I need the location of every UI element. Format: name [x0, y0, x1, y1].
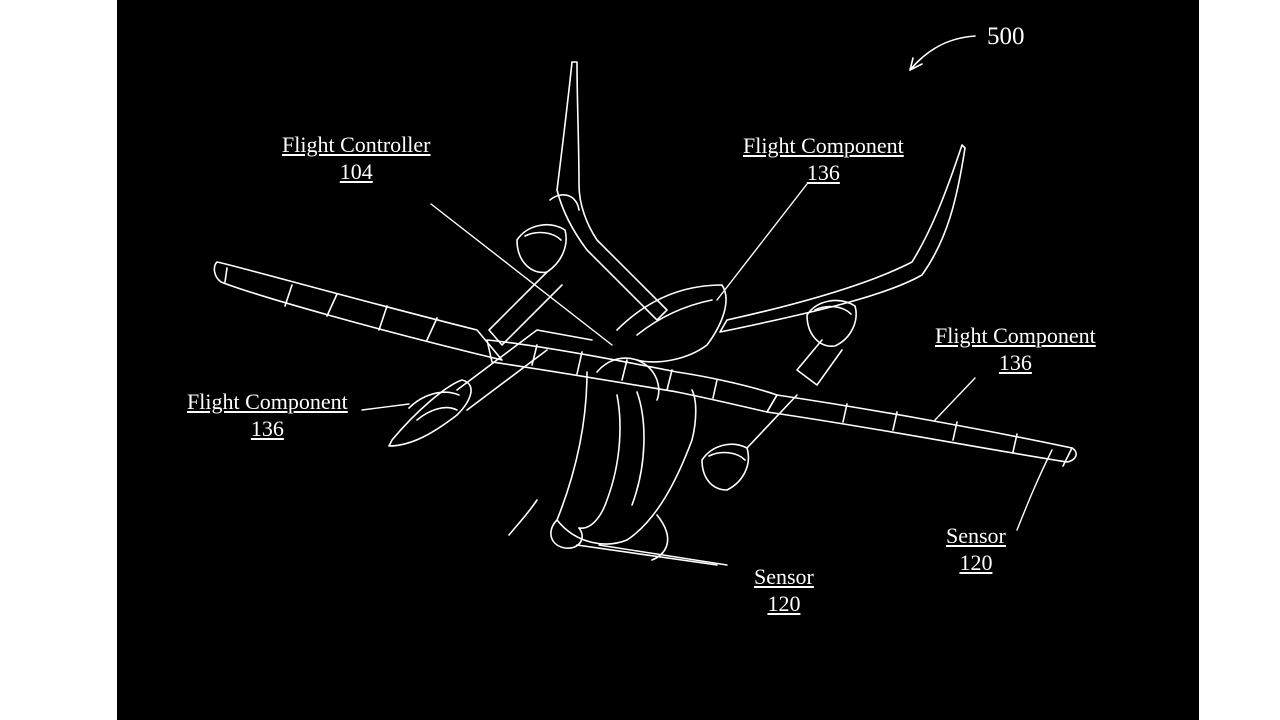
flight-component-top-name: Flight Component: [743, 133, 904, 158]
right-front-nacelle: [701, 394, 798, 491]
patent-figure: 500 Flight Controller 104 Flight Compone…: [117, 0, 1199, 720]
leader-sensor-bottom: [598, 544, 728, 566]
leader-flight-component-right: [934, 377, 976, 421]
label-flight-controller: Flight Controller 104: [282, 131, 431, 185]
label-sensor-bottom: Sensor 120: [754, 563, 814, 617]
left-tail-fin: [549, 61, 668, 321]
right-tail-fin: [719, 144, 966, 333]
leader-flight-component-left: [361, 403, 410, 411]
flight-component-left-ref: 136: [250, 416, 284, 441]
flight-component-right-ref: 136: [998, 350, 1032, 375]
label-flight-component-top: Flight Component 136: [743, 132, 904, 186]
sensor-bottom-ref: 120: [767, 591, 801, 616]
label-flight-component-left: Flight Component 136: [187, 388, 348, 442]
sensor-right-name: Sensor: [946, 523, 1006, 548]
label-flight-component-right: Flight Component 136: [935, 322, 1096, 376]
fuselage: [486, 284, 778, 566]
leader-sensor-right: [1016, 449, 1053, 531]
flight-controller-ref: 104: [339, 159, 373, 184]
right-wing: [766, 394, 1077, 467]
left-wing: [213, 261, 503, 361]
leader-lines: [361, 183, 1053, 566]
aircraft-drawing: [213, 35, 1077, 566]
flight-controller-name: Flight Controller: [282, 132, 431, 157]
figure-number: 500: [987, 23, 1025, 50]
sensor-right-ref: 120: [959, 550, 993, 575]
leader-flight-component-top: [716, 183, 808, 301]
flight-component-right-name: Flight Component: [935, 323, 1096, 348]
leader-flight-controller: [430, 203, 613, 346]
flight-component-top-ref: 136: [806, 160, 840, 185]
sensor-bottom-name: Sensor: [754, 564, 814, 589]
left-rear-nacelle: [488, 224, 567, 346]
figure-arrow: [909, 35, 976, 71]
flight-component-left-name: Flight Component: [187, 389, 348, 414]
label-sensor-right: Sensor 120: [946, 522, 1006, 576]
right-rear-nacelle: [796, 299, 857, 386]
